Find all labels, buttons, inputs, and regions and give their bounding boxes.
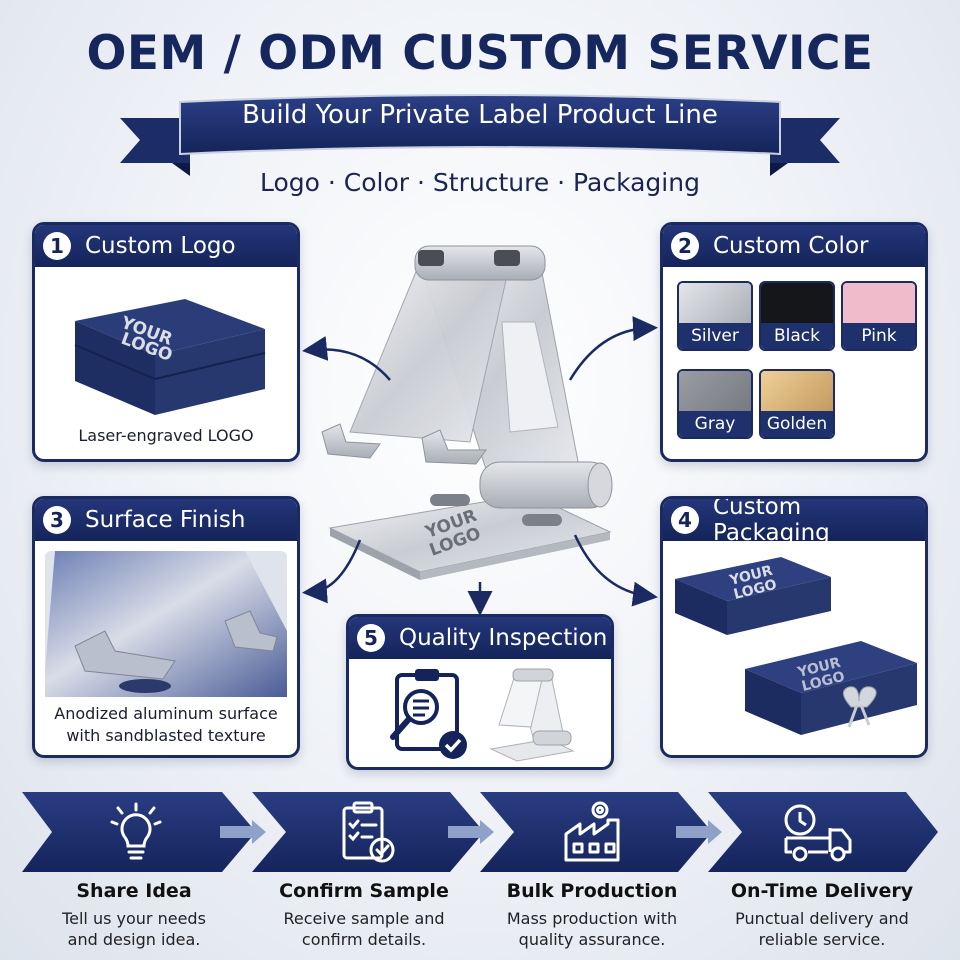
swatch-label: Pink	[843, 323, 915, 349]
gift-box-image: YOUR LOGO	[74, 299, 266, 415]
step-number-badge: 4	[671, 506, 699, 534]
inspection-clipboard-icon	[390, 669, 467, 759]
card-header: 3 Surface Finish	[35, 499, 297, 541]
swatch-color	[843, 283, 915, 325]
card-header: 5 Quality Inspection	[349, 617, 611, 659]
step-desc-line1: Punctual delivery and	[735, 909, 909, 928]
factory-icon	[564, 801, 620, 862]
tagline: Logo · Color · Structure · Packaging	[260, 168, 700, 197]
step-number-badge: 1	[43, 232, 71, 260]
card-caption-line1: Anodized aluminum surface	[54, 704, 278, 723]
card-custom-packaging: 4 Custom Packaging YOUR LOGO YOUR LOGO	[660, 496, 928, 758]
card-custom-color: 2 Custom Color Silver Black Pink Gray Go…	[660, 222, 928, 462]
surface-closeup-image	[45, 551, 287, 697]
page-title: OEM / ODM CUSTOM SERVICE	[86, 26, 874, 81]
swatch-color	[761, 371, 833, 413]
color-swatch-gray[interactable]: Gray	[677, 369, 753, 439]
color-swatch-pink[interactable]: Pink	[841, 281, 917, 351]
card-caption: Laser-engraved LOGO	[78, 426, 254, 445]
card-title: Custom Packaging	[713, 496, 830, 546]
step-desc-line2: and design idea.	[67, 930, 201, 949]
banner-subtitle: Build Your Private Label Product Line	[242, 100, 718, 130]
swatch-color	[679, 283, 751, 325]
step-desc-line1: Mass production with	[506, 909, 678, 928]
card-title: Surface Finish	[85, 507, 246, 533]
step-desc-line2: quality assurance.	[518, 930, 666, 949]
step-desc-line1: Receive sample and	[283, 909, 445, 928]
swatch-label: Silver	[679, 323, 751, 349]
swatch-label: Gray	[679, 411, 751, 437]
card-title: Quality Inspection	[399, 625, 608, 651]
step-title-share-idea: Share Idea	[76, 880, 192, 902]
color-swatch-silver[interactable]: Silver	[677, 281, 753, 351]
step-title-confirm-sample: Confirm Sample	[279, 880, 449, 902]
step-number-badge: 5	[357, 624, 385, 652]
card-caption-line2: with sandblasted texture	[66, 726, 266, 745]
card-title: Custom Color	[713, 233, 869, 259]
step-desc-line2: reliable service.	[758, 930, 886, 949]
card-header: 2 Custom Color	[663, 225, 925, 267]
banner-ribbon	[120, 94, 840, 176]
step-number-badge: 2	[671, 232, 699, 260]
swatch-color	[761, 283, 833, 325]
card-title: Custom Logo	[85, 233, 236, 259]
card-custom-logo: 1 Custom Logo YOUR LOGO Laser-engraved L…	[32, 222, 300, 462]
clipboard-check-icon	[342, 801, 395, 863]
step-number-badge: 3	[43, 506, 71, 534]
swatch-color	[679, 371, 751, 413]
step-desc-line2: confirm details.	[301, 930, 427, 949]
step-title-on-time-delivery: On-Time Delivery	[730, 880, 914, 902]
card-surface-finish: 3 Surface Finish Anodized aluminum surfa…	[32, 496, 300, 758]
step-desc-line1: Tell us your needs	[62, 909, 206, 928]
card-header: 4 Custom Packaging	[663, 499, 925, 546]
packaging-boxes-image: YOUR LOGO YOUR LOGO	[675, 557, 917, 735]
lightbulb-icon	[110, 802, 162, 860]
color-swatch-golden[interactable]: Golden	[759, 369, 835, 439]
step-title-bulk-production: Bulk Production	[506, 880, 678, 902]
swatch-label: Golden	[761, 411, 833, 437]
phone-stand-image: YOUR LOGO	[321, 245, 613, 580]
swatch-label: Black	[761, 323, 833, 349]
delivery-truck-icon	[784, 804, 852, 862]
card-header: 1 Custom Logo	[35, 225, 297, 267]
stand-thumbnail-image	[489, 668, 575, 762]
process-arrow-bar	[22, 792, 938, 872]
card-quality-inspection: 5 Quality Inspection	[346, 614, 614, 770]
color-swatch-black[interactable]: Black	[759, 281, 835, 351]
